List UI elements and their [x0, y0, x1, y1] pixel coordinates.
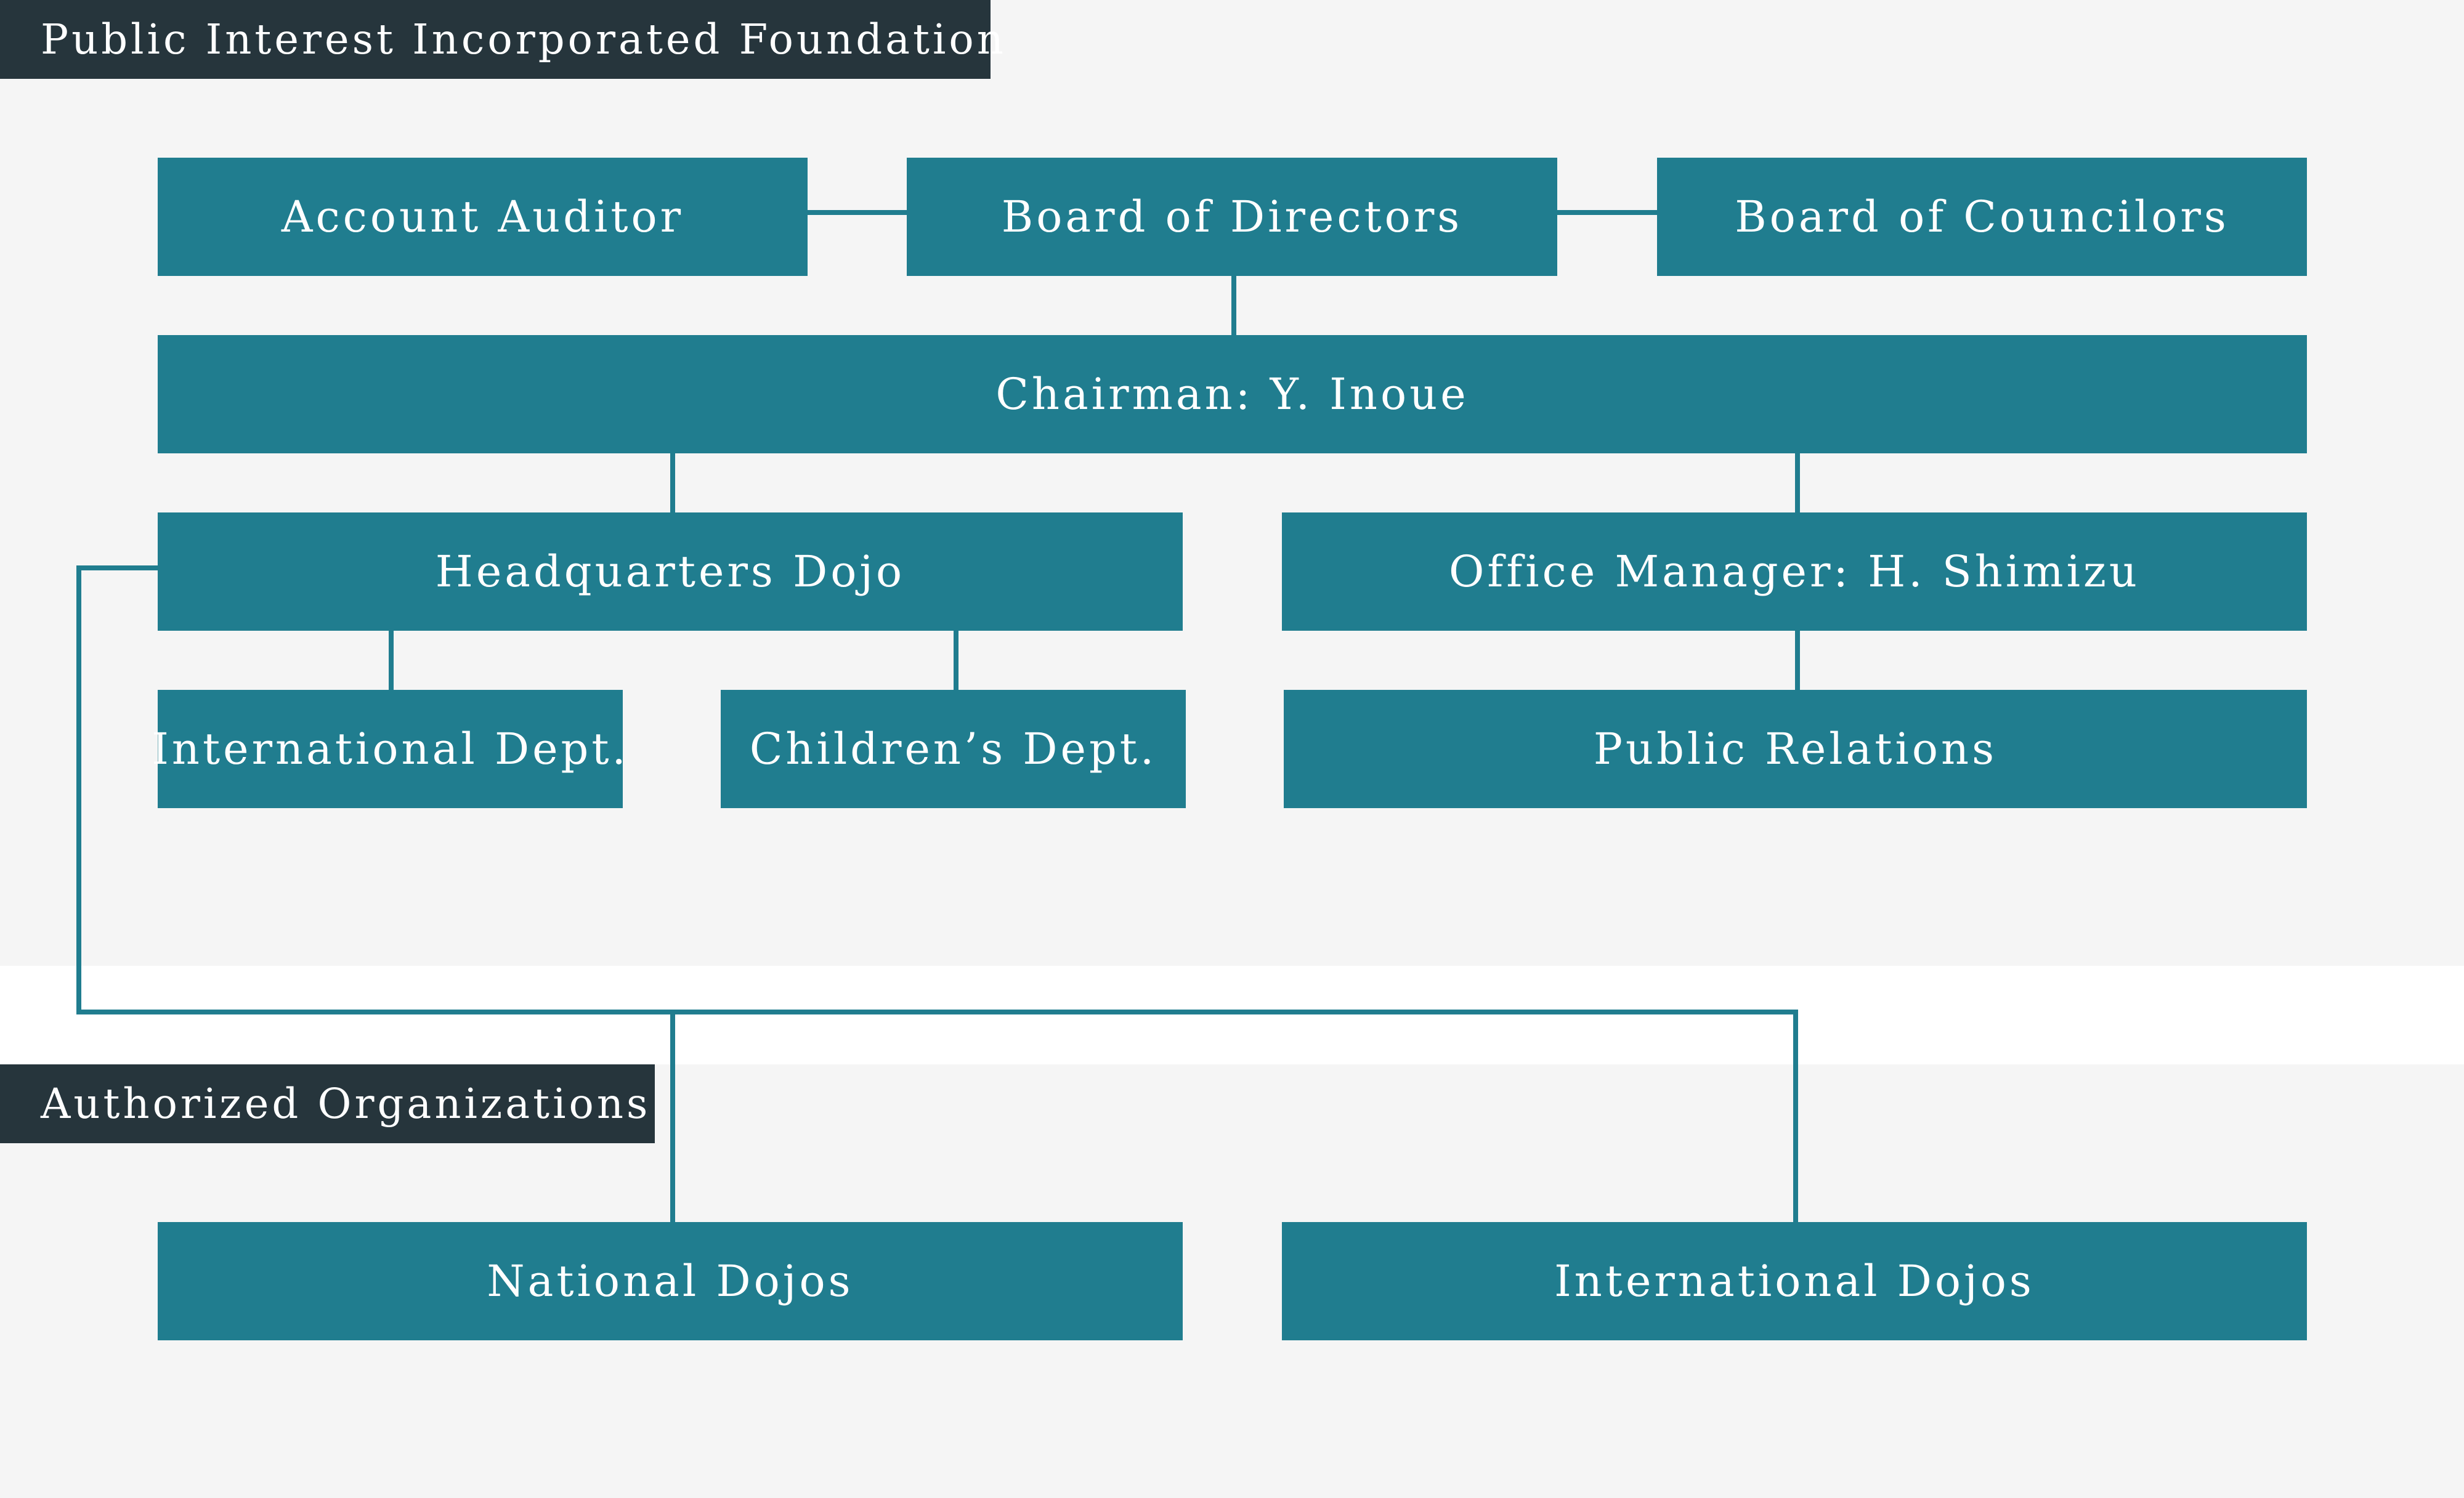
- node-international-dept: International Dept.: [152, 690, 626, 808]
- node-national-dojos: National Dojos: [158, 1222, 1183, 1340]
- node-board-of-councilors: Board of Councilors: [1657, 158, 2307, 276]
- node-childrens-dept: Children’s Dept.: [721, 690, 1186, 808]
- section-label-foundation: Public Interest Incorporated Foundation: [0, 0, 1003, 79]
- node-chairman: Chairman: Y. Inoue: [158, 335, 2307, 453]
- connector-hq-to-authorized: [76, 565, 1798, 1014]
- node-international-dojos: International Dojos: [1282, 1222, 2307, 1340]
- node-account-auditor: Account Auditor: [158, 158, 808, 276]
- node-headquarters-dojo: Headquarters Dojo: [158, 512, 1183, 631]
- node-office-manager: Office Manager: H. Shimizu: [1282, 512, 2307, 631]
- node-board-of-directors: Board of Directors: [907, 158, 1557, 276]
- section-label-authorized-organizations: Authorized Organizations: [0, 1064, 655, 1143]
- node-public-relations: Public Relations: [1284, 690, 2307, 808]
